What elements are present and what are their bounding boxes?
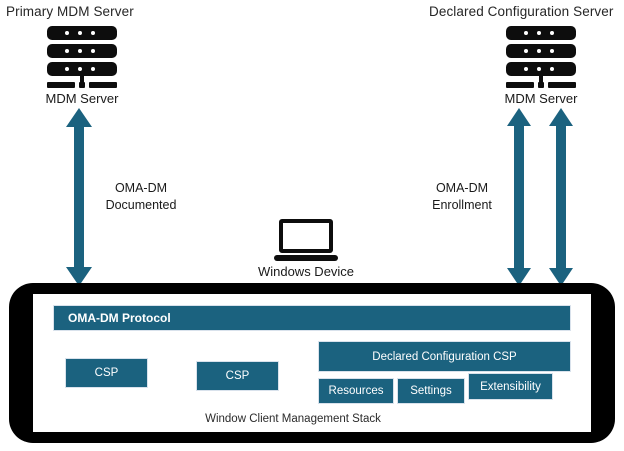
laptop-icon	[274, 219, 338, 265]
csp-box-1[interactable]: CSP	[65, 358, 148, 388]
double-headed-arrow-icon-left	[66, 108, 92, 286]
oma-dm-protocol-label: OMA-DM Protocol	[68, 311, 171, 325]
flow-label-left-line1: OMA-DM	[114, 181, 168, 195]
extensibility-label: Extensibility	[480, 380, 541, 393]
flow-label-right-line2: Enrollment	[432, 198, 492, 212]
server-rack-icon-left	[47, 26, 117, 88]
mdm-server-label-left: MDM Server	[45, 91, 119, 106]
resources-box[interactable]: Resources	[318, 378, 394, 404]
double-headed-arrow-icon-right-a	[507, 108, 531, 286]
csp-box-2-label: CSP	[225, 370, 250, 382]
double-headed-arrow-icon-right-b	[549, 108, 573, 286]
declared-configuration-csp-label: Declared Configuration CSP	[372, 350, 517, 363]
settings-box[interactable]: Settings	[397, 378, 465, 404]
mdm-server-label-right: MDM Server	[504, 91, 578, 106]
flow-label-left-line2: Documented	[105, 198, 177, 212]
flow-label-right-line1: OMA-DM	[435, 181, 489, 195]
flow-label-right: OMA-DM Enrollment	[407, 180, 517, 214]
primary-mdm-server-title: Primary MDM Server	[6, 4, 134, 19]
declared-configuration-csp-box[interactable]: Declared Configuration CSP	[318, 341, 571, 372]
settings-label: Settings	[410, 385, 452, 397]
server-rack-icon-right	[506, 26, 576, 88]
resources-label: Resources	[328, 385, 384, 397]
oma-dm-protocol-bar[interactable]: OMA-DM Protocol	[53, 305, 571, 331]
management-stack-caption: Window Client Management Stack	[205, 413, 381, 425]
client-device-shell: OMA-DM Protocol CSP CSP Declared Configu…	[9, 283, 615, 443]
csp-box-1-label: CSP	[94, 367, 119, 379]
declared-configuration-server-title: Declared Configuration Server	[429, 4, 614, 19]
windows-device-label: Windows Device	[257, 264, 355, 279]
management-stack-panel: OMA-DM Protocol CSP CSP Declared Configu…	[33, 294, 591, 432]
extensibility-box[interactable]: Extensibility	[468, 373, 553, 400]
csp-box-2[interactable]: CSP	[196, 361, 279, 391]
flow-label-left: OMA-DM Documented	[86, 180, 196, 214]
